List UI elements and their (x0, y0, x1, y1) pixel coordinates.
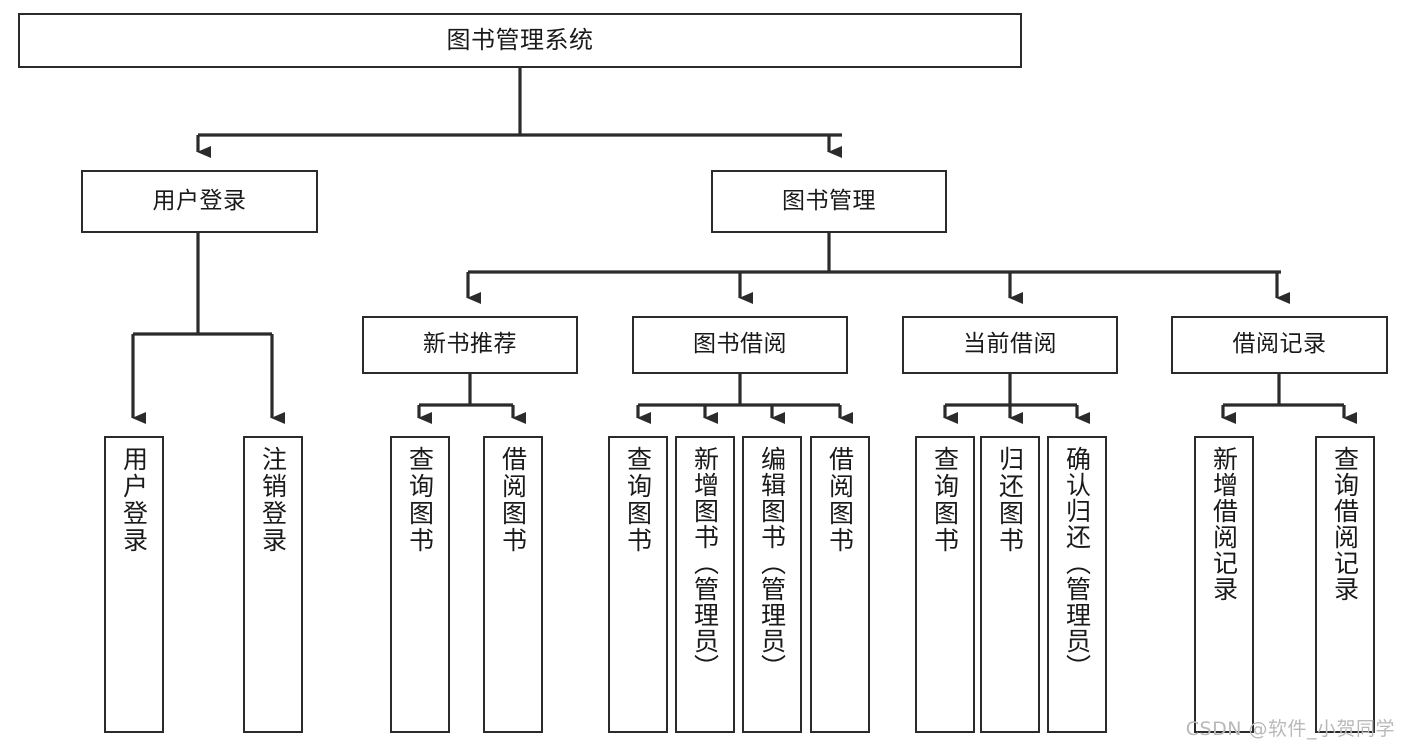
node-label: 用户登录 (119, 446, 149, 554)
node-label: 查询借阅记录 (1330, 446, 1360, 602)
node-label: 编辑图书（管理员） (757, 446, 787, 680)
node-leaf-user-login[interactable]: 用户登录 (104, 436, 164, 733)
node-label: 借阅图书 (825, 446, 855, 554)
node-current-borrow[interactable]: 当前借阅 (902, 316, 1118, 374)
node-label: 图书管理系统 (446, 26, 594, 55)
node-root-book-management-system[interactable]: 图书管理系统 (18, 13, 1022, 68)
node-label: 查询图书 (623, 446, 653, 554)
node-leaf-return-book[interactable]: 归还图书 (980, 436, 1040, 733)
node-borrow-records[interactable]: 借阅记录 (1171, 316, 1388, 374)
node-label: 借阅记录 (1232, 331, 1327, 358)
node-leaf-query-book-current[interactable]: 查询图书 (915, 436, 975, 733)
node-leaf-borrow-book[interactable]: 借阅图书 (810, 436, 870, 733)
node-leaf-logout[interactable]: 注销登录 (243, 436, 303, 733)
node-label: 图书借阅 (693, 331, 787, 358)
node-leaf-confirm-return-admin[interactable]: 确认归还（管理员） (1047, 436, 1107, 733)
node-book-borrow[interactable]: 图书借阅 (632, 316, 848, 374)
node-new-book-recommend[interactable]: 新书推荐 (362, 316, 578, 374)
node-user-login[interactable]: 用户登录 (81, 170, 318, 233)
node-label: 归还图书 (995, 446, 1025, 554)
node-leaf-borrow-book-recommend[interactable]: 借阅图书 (483, 436, 543, 733)
node-label: 新增图书（管理员） (690, 446, 720, 680)
node-label: 注销登录 (258, 446, 288, 554)
node-label: 借阅图书 (498, 446, 528, 554)
watermark-text: CSDN @软件_小贺同学 (1185, 718, 1395, 740)
node-label: 新增借阅记录 (1209, 446, 1239, 602)
node-leaf-query-book-borrow[interactable]: 查询图书 (608, 436, 668, 733)
node-label: 用户登录 (152, 187, 247, 214)
node-label: 查询图书 (405, 446, 435, 554)
node-label: 当前借阅 (963, 331, 1057, 358)
node-book-management[interactable]: 图书管理 (711, 170, 947, 233)
node-label: 查询图书 (930, 446, 960, 554)
node-leaf-query-borrow-record[interactable]: 查询借阅记录 (1315, 436, 1375, 733)
node-label: 新书推荐 (423, 331, 517, 358)
node-leaf-add-book-admin[interactable]: 新增图书（管理员） (675, 436, 735, 733)
node-leaf-edit-book-admin[interactable]: 编辑图书（管理员） (742, 436, 802, 733)
node-leaf-add-borrow-record[interactable]: 新增借阅记录 (1194, 436, 1254, 733)
node-label: 确认归还（管理员） (1062, 446, 1092, 680)
node-label: 图书管理 (782, 187, 876, 214)
node-leaf-query-book-recommend[interactable]: 查询图书 (390, 436, 450, 733)
